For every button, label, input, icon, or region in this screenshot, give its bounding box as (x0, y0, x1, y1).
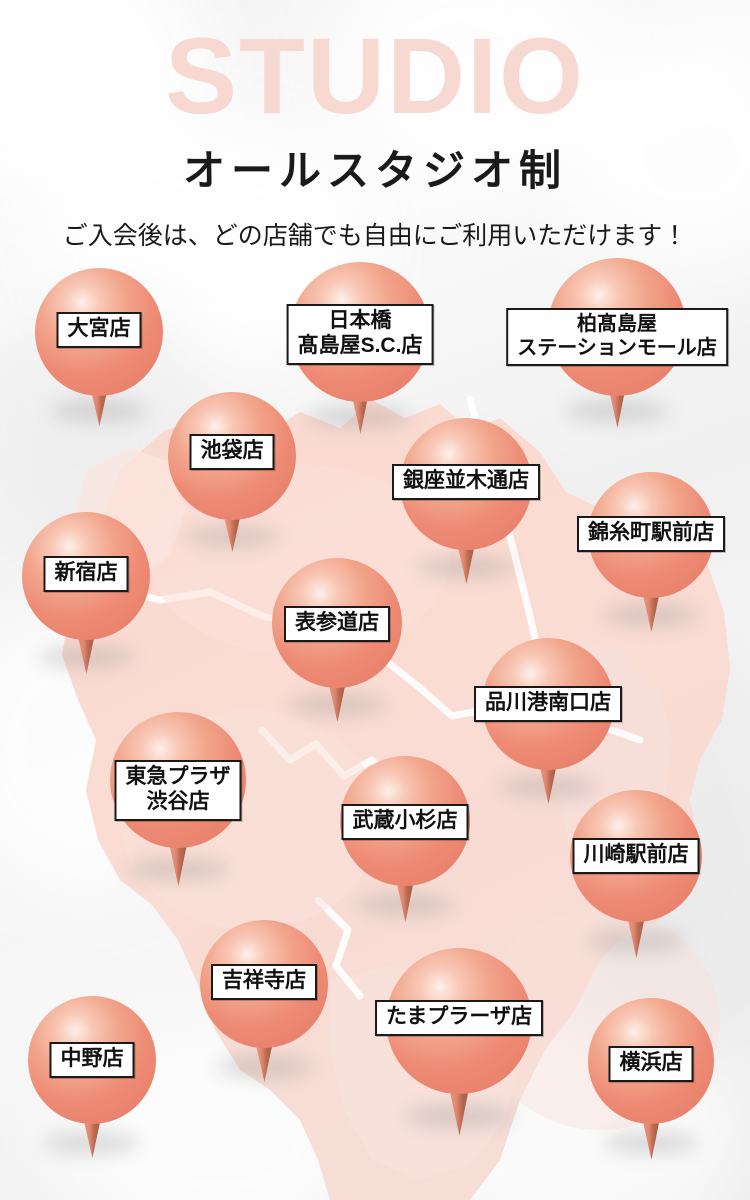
pin-label-ikebukuro: 池袋店 (189, 434, 275, 470)
pin-label-line: 横浜店 (619, 1051, 683, 1074)
pin-label-line: 柏髙島屋 (576, 313, 657, 335)
map-pin-kinshicho[interactable]: 錦糸町駅前店 (577, 472, 725, 632)
pin-label-line: 錦糸町駅前店 (588, 521, 714, 544)
pin-label-line: 渋谷店 (146, 789, 210, 813)
map-pin-tamaplaza[interactable]: たまプラーザ店 (375, 948, 543, 1136)
page-subtitle: ご入会後は、どの店舗でも自由にご利用いただけます！ (62, 222, 688, 250)
map-pin-musashikosugi[interactable]: 武蔵小杉店 (340, 756, 470, 922)
pin-label-ginza: 銀座並木通店 (392, 464, 540, 500)
map-pin-ikebukuro[interactable]: 池袋店 (168, 392, 296, 552)
pin-label-line: 東急プラザ (125, 765, 231, 788)
map-pin-nakano[interactable]: 中野店 (28, 996, 156, 1158)
pin-label-line: 日本橋 (328, 309, 392, 332)
map-pin-omotesando[interactable]: 表参道店 (272, 558, 402, 722)
map-pin-shibuya[interactable]: 東急プラザ 渋谷店 (110, 712, 246, 886)
pin-label-line: 中野店 (60, 1047, 124, 1070)
pin-label-shibuya: 東急プラザ 渋谷店 (114, 760, 242, 821)
pin-label-line: 武蔵小杉店 (352, 809, 458, 832)
pin-label-kawasaki: 川崎駅前店 (572, 838, 700, 874)
pin-label-shinjuku: 新宿店 (43, 556, 129, 592)
pin-label-yokohama: 横浜店 (608, 1046, 694, 1082)
pin-label-nakano: 中野店 (49, 1042, 135, 1078)
pin-label-line: たまプラーザ店 (386, 1005, 532, 1028)
map-pin-nihonbashi[interactable]: 日本橋 髙島屋S.C.店 (286, 262, 434, 434)
pin-label-line: 新宿店 (54, 561, 118, 584)
pin-label-tamaplaza: たまプラーザ店 (375, 1000, 543, 1036)
pin-label-line: 表参道店 (295, 611, 379, 634)
pin-label-line: ステーションモール店 (517, 336, 717, 359)
pin-label-line: 池袋店 (200, 439, 264, 462)
pin-label-musashikosugi: 武蔵小杉店 (341, 804, 469, 840)
pin-label-oomiya: 大宮店 (56, 312, 142, 348)
map-pin-oomiya[interactable]: 大宮店 (35, 268, 163, 426)
map-pin-kichijoji[interactable]: 吉祥寺店 (200, 920, 328, 1082)
pin-label-line: 吉祥寺店 (222, 969, 306, 992)
map-pin-kawasaki[interactable]: 川崎駅前店 (570, 790, 702, 958)
map-pin-shinjuku[interactable]: 新宿店 (22, 512, 150, 674)
pin-label-line: 大宮店 (67, 317, 131, 340)
pin-label-nihonbashi: 日本橋 髙島屋S.C.店 (286, 304, 434, 365)
pin-label-line: 髙島屋S.C.店 (297, 333, 423, 357)
pin-label-omotesando: 表参道店 (284, 606, 390, 642)
map-pin-yokohama[interactable]: 横浜店 (588, 998, 714, 1160)
pin-label-line: 品川港南口店 (485, 691, 611, 714)
page-header: STUDIO オールスタジオ制 ご入会後は、どの店舗でも自由にご利用いただけます… (0, 0, 750, 251)
pin-label-kichijoji: 吉祥寺店 (211, 964, 317, 1000)
pin-label-line: 銀座並木通店 (403, 469, 529, 492)
map-pin-kashiwa[interactable]: 柏髙島屋 ステーションモール店 (506, 258, 728, 428)
map-pin-shinagawa[interactable]: 品川港南口店 (474, 638, 622, 804)
studio-watermark-text: STUDIO (164, 15, 585, 136)
map-pin-ginza[interactable]: 銀座並木通店 (392, 418, 540, 584)
pin-label-line: 川崎駅前店 (583, 843, 689, 866)
pin-label-kashiwa: 柏髙島屋 ステーションモール店 (506, 308, 728, 367)
pin-label-kinshicho: 錦糸町駅前店 (577, 516, 725, 552)
pin-label-shinagawa: 品川港南口店 (474, 686, 622, 722)
page-title: オールスタジオ制 (182, 147, 567, 195)
